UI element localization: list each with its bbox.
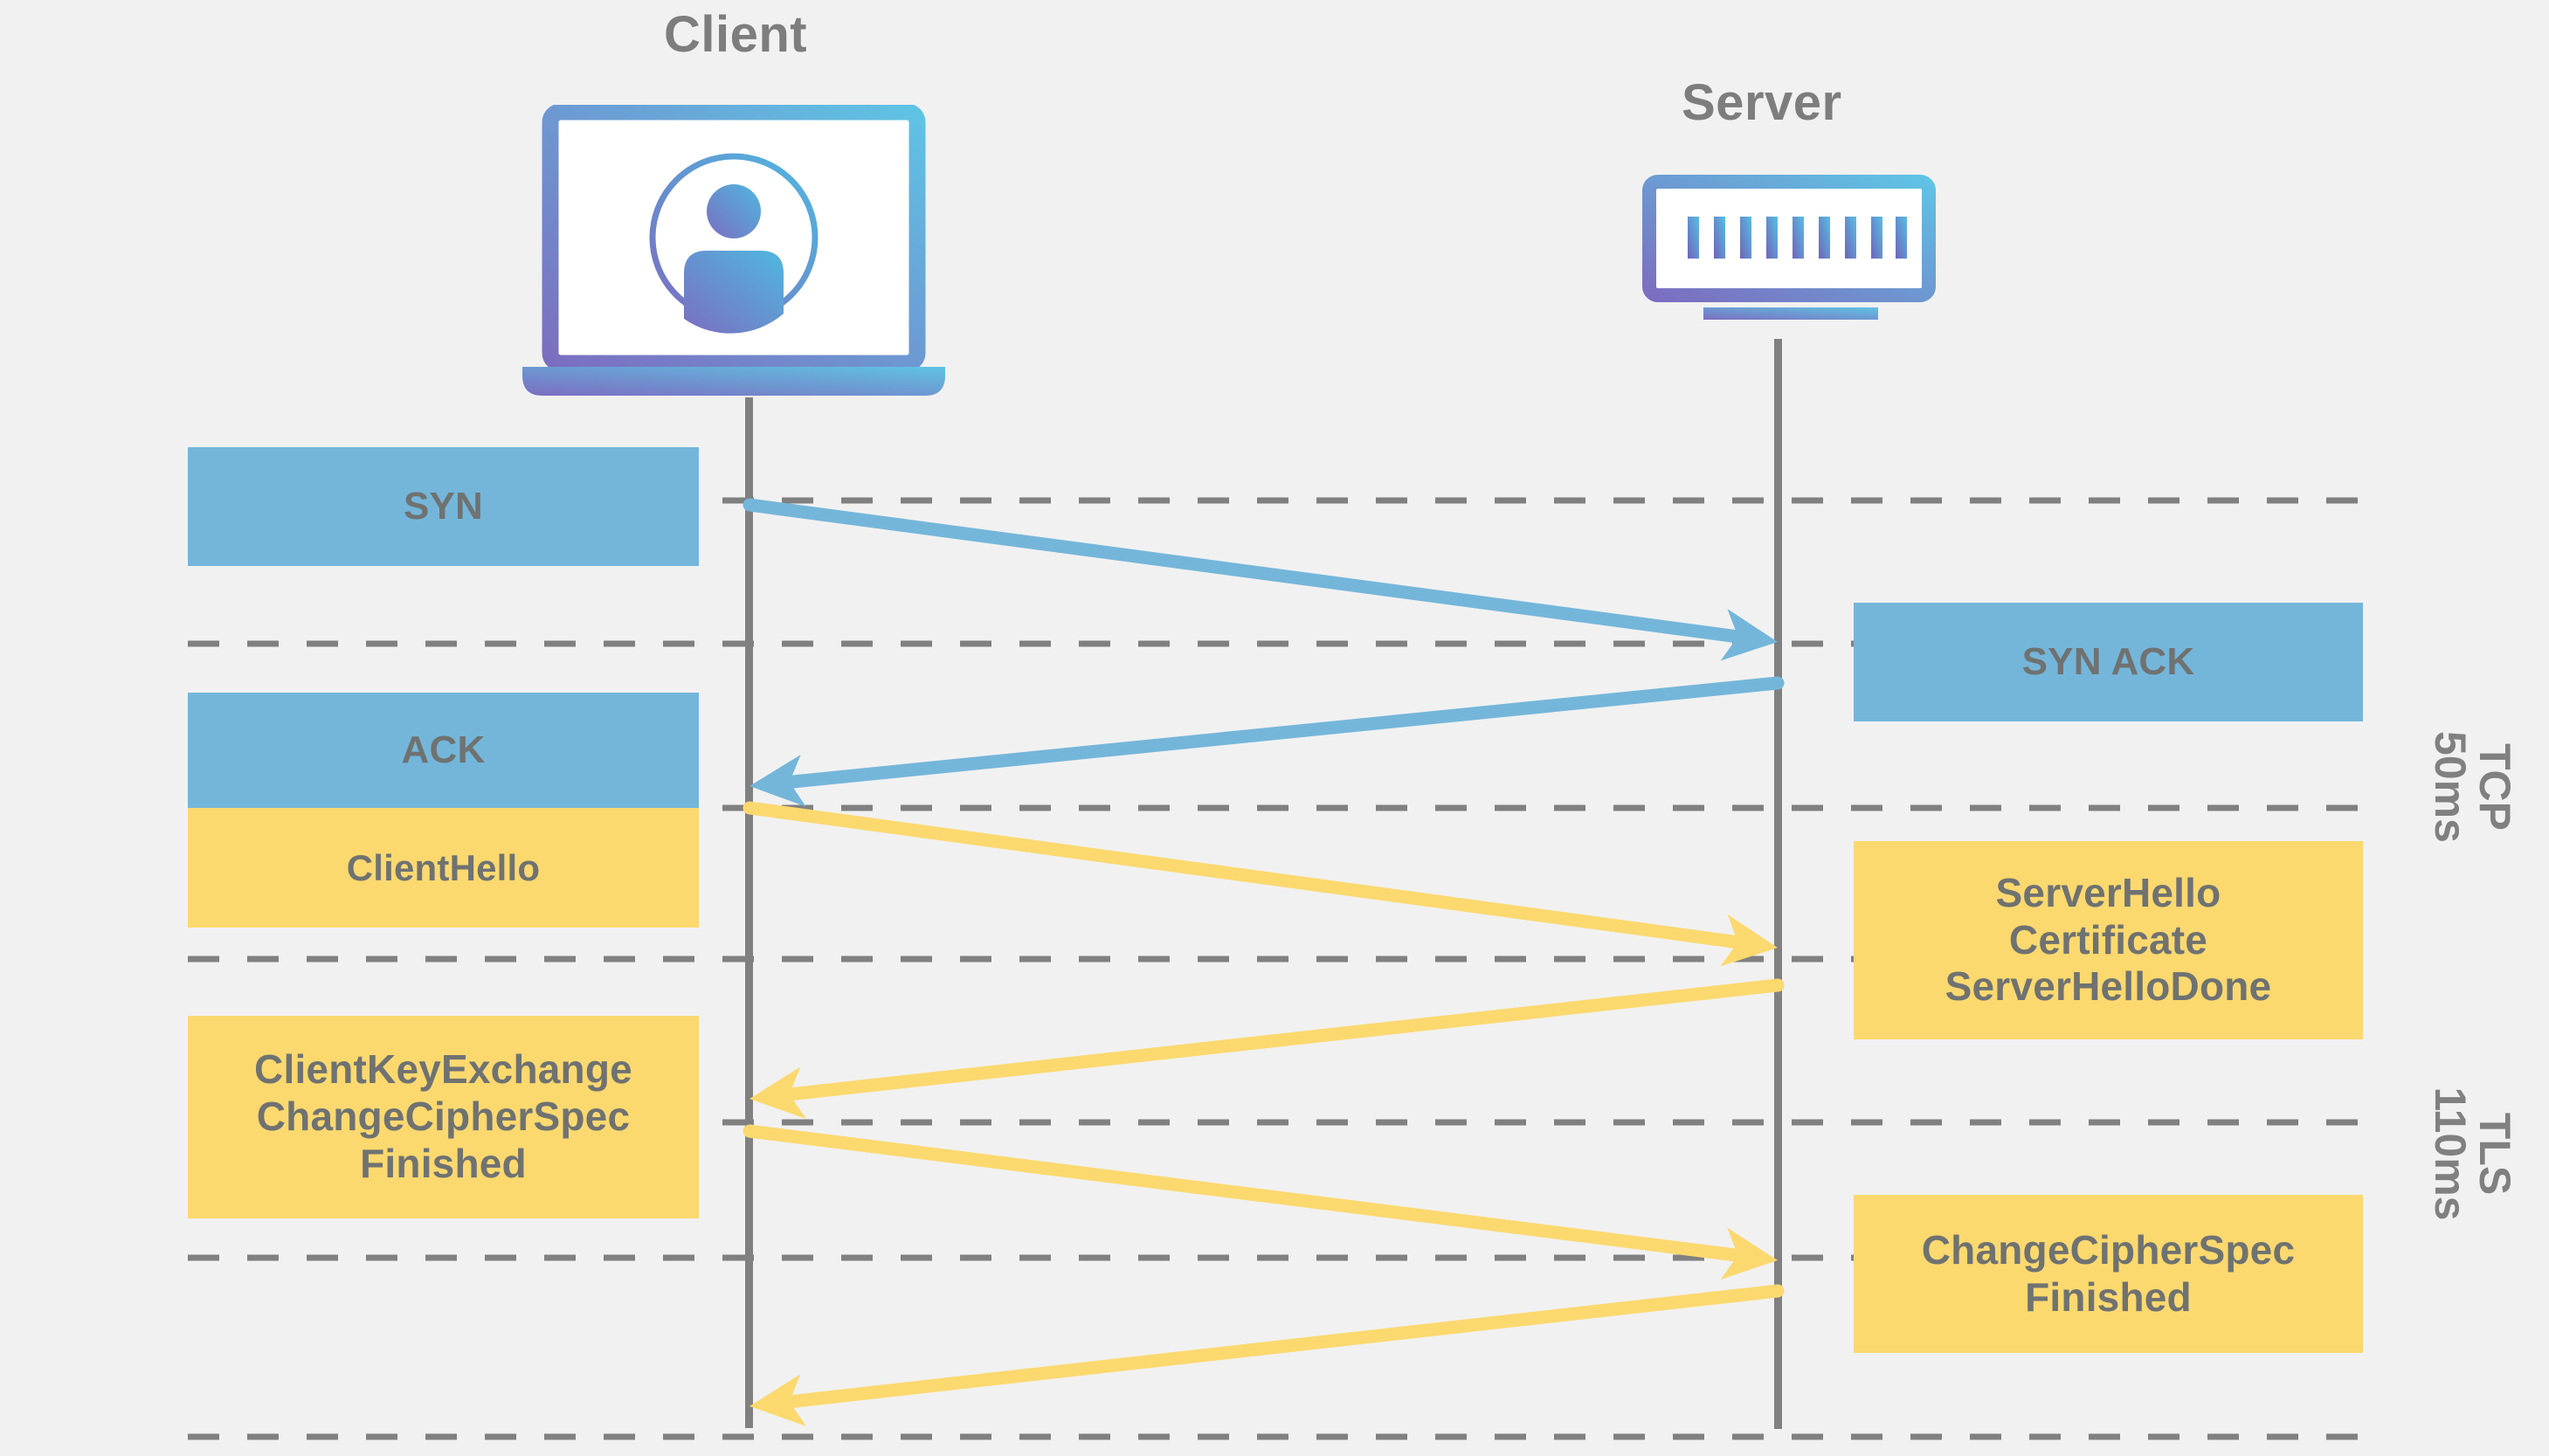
message-line: ACK <box>401 728 486 772</box>
phase-label-line: TLS <box>2470 1112 2519 1196</box>
message-arrow-client-hello <box>743 801 1778 967</box>
message-line: SYN <box>403 485 484 528</box>
message-arrows <box>743 498 1785 1426</box>
message-box-syn: SYN <box>188 447 699 566</box>
server-rack-icon <box>1642 175 1936 320</box>
message-arrow-syn <box>743 498 1778 661</box>
client-lifeline <box>745 397 753 1428</box>
message-arrow-server-change-cipher <box>750 1284 1785 1426</box>
message-line: SYN ACK <box>2021 640 2195 684</box>
message-line: Finished <box>360 1140 527 1186</box>
message-line: ServerHelloDone <box>1945 963 2272 1010</box>
message-box-client-hello: ClientHello <box>188 808 699 928</box>
message-line: Finished <box>2025 1273 2192 1320</box>
message-box-syn-ack: SYN ACK <box>1854 603 2363 721</box>
message-line: ClientHello <box>346 846 541 888</box>
message-arrow-client-key-exchange <box>743 1124 1778 1280</box>
message-line: Certificate <box>2008 916 2208 963</box>
phase-label-line: 50ms <box>2426 731 2475 843</box>
message-line: ClientKeyExchange <box>254 1046 632 1093</box>
message-arrow-server-hello <box>750 978 1785 1120</box>
phase-label-line: 110ms <box>2426 1087 2475 1221</box>
client-actor-label: Client <box>664 6 808 63</box>
laptop-user-icon <box>522 105 945 396</box>
message-line: ChangeCipherSpec <box>1921 1226 2296 1273</box>
message-line: ChangeCipherSpec <box>256 1094 631 1140</box>
server-lifeline <box>1774 339 1782 1429</box>
message-line: ServerHello <box>1995 869 2221 915</box>
message-arrow-syn-ack <box>750 676 1785 807</box>
phase-label-line: TCP <box>2470 743 2519 831</box>
message-box-ack: ACK <box>188 693 699 808</box>
server-actor-label: Server <box>1682 74 1842 131</box>
